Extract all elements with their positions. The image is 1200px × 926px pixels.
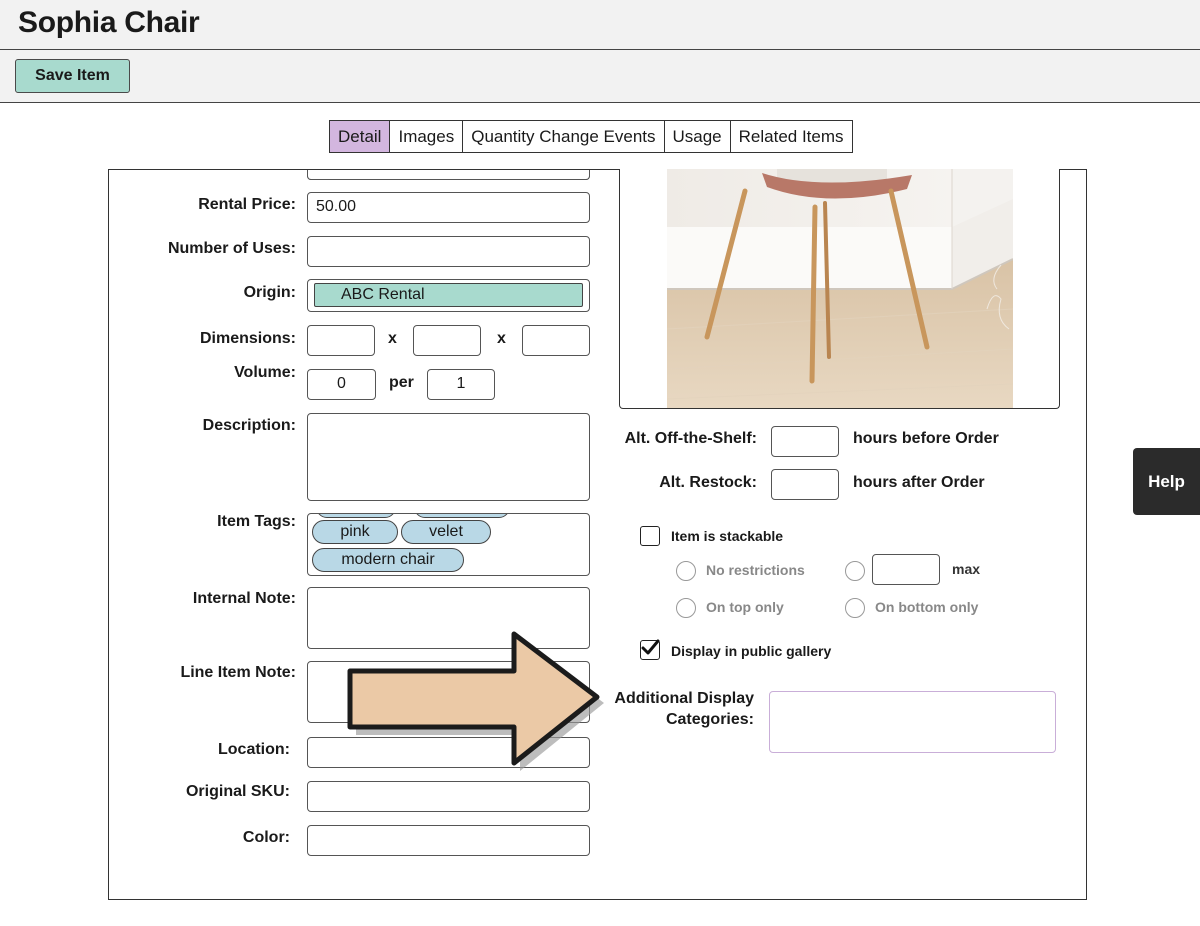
clipped-field-bottom[interactable] [307,170,590,180]
alt-off-shelf-suffix: hours before Order [853,430,999,447]
additional-categories-input[interactable] [769,691,1056,753]
alt-off-shelf-input[interactable] [771,426,839,457]
item-photo-frame [619,169,1060,409]
color-input[interactable] [307,825,590,856]
tab-detail[interactable]: Detail [330,121,391,152]
dimension-sep-1: x [388,330,397,347]
original-sku-input[interactable] [307,781,590,812]
no-restrictions-radio[interactable] [676,561,696,581]
volume-per-label: per [389,374,414,391]
page-title: Sophia Chair [18,6,200,39]
no-restrictions-label: No restrictions [706,562,805,578]
panel-top-border [108,169,1087,170]
location-label: Location: [218,741,290,758]
chair-photo [667,169,1013,408]
alt-restock-suffix: hours after Order [853,474,985,491]
description-textarea[interactable] [307,413,590,501]
origin-label: Origin: [243,284,296,301]
additional-categories-label-1: Additional Display [614,690,754,707]
tab-images[interactable]: Images [390,121,464,152]
item-tags-label: Item Tags: [217,513,296,530]
tab-usage[interactable]: Usage [664,121,731,152]
tag-chip[interactable]: pink [312,520,398,544]
alt-off-shelf-label: Alt. Off-the-Shelf: [624,430,757,447]
tag-chip[interactable]: modern chair [312,548,464,572]
on-top-only-label: On top only [706,599,784,615]
tab-quantity-change-events[interactable]: Quantity Change Events [463,121,665,152]
save-button[interactable]: Save Item [15,59,130,93]
toolbar [0,50,1200,103]
dimension-width-input[interactable] [413,325,481,356]
max-label: max [952,561,981,577]
original-sku-label: Original SKU: [185,783,290,800]
tag-chip-hidden [414,514,510,518]
line-item-note-label: Line Item Note: [180,664,296,681]
max-input[interactable] [872,554,940,585]
origin-value: ABC Rental [314,283,583,307]
tag-chip[interactable]: velet [401,520,491,544]
alt-restock-input[interactable] [771,469,839,500]
on-bottom-only-label: On bottom only [875,599,979,615]
alt-restock-label: Alt. Restock: [659,474,757,491]
stackable-checkbox[interactable] [640,526,660,546]
max-radio[interactable] [845,561,865,581]
title-bar [0,0,1200,50]
rental-price-input[interactable]: 50.00 [307,192,590,223]
tag-chip-hidden [316,514,396,518]
volume-input[interactable]: 0 [307,369,376,400]
number-of-uses-label: Number of Uses: [167,240,296,257]
stackable-label: Item is stackable [671,528,784,544]
description-label: Description: [202,417,296,434]
on-bottom-only-radio[interactable] [845,598,865,618]
public-gallery-label: Display in public gallery [671,643,832,659]
dimension-sep-2: x [497,330,506,347]
tab-related-items[interactable]: Related Items [730,121,852,152]
on-top-only-radio[interactable] [676,598,696,618]
internal-note-textarea[interactable] [307,587,590,649]
arrow-icon [347,631,604,771]
dimension-length-input[interactable] [307,325,375,356]
dimension-height-input[interactable] [522,325,590,356]
panel-top-mask [108,160,1087,169]
help-button[interactable]: Help [1133,448,1200,515]
rental-price-label: Rental Price: [198,196,296,213]
tab-bar: Detail Images Quantity Change Events Usa… [329,120,853,153]
volume-per-input[interactable]: 1 [427,369,495,400]
number-of-uses-input[interactable] [307,236,590,267]
origin-select[interactable]: ABC Rental [307,279,590,312]
volume-label: Volume: [234,364,296,381]
internal-note-label: Internal Note: [192,590,296,607]
color-label: Color: [242,829,290,846]
public-gallery-checkbox[interactable] [640,639,660,660]
checkmark-icon [641,639,660,655]
additional-categories-label-2: Categories: [665,711,754,728]
dimensions-label: Dimensions: [199,330,296,347]
